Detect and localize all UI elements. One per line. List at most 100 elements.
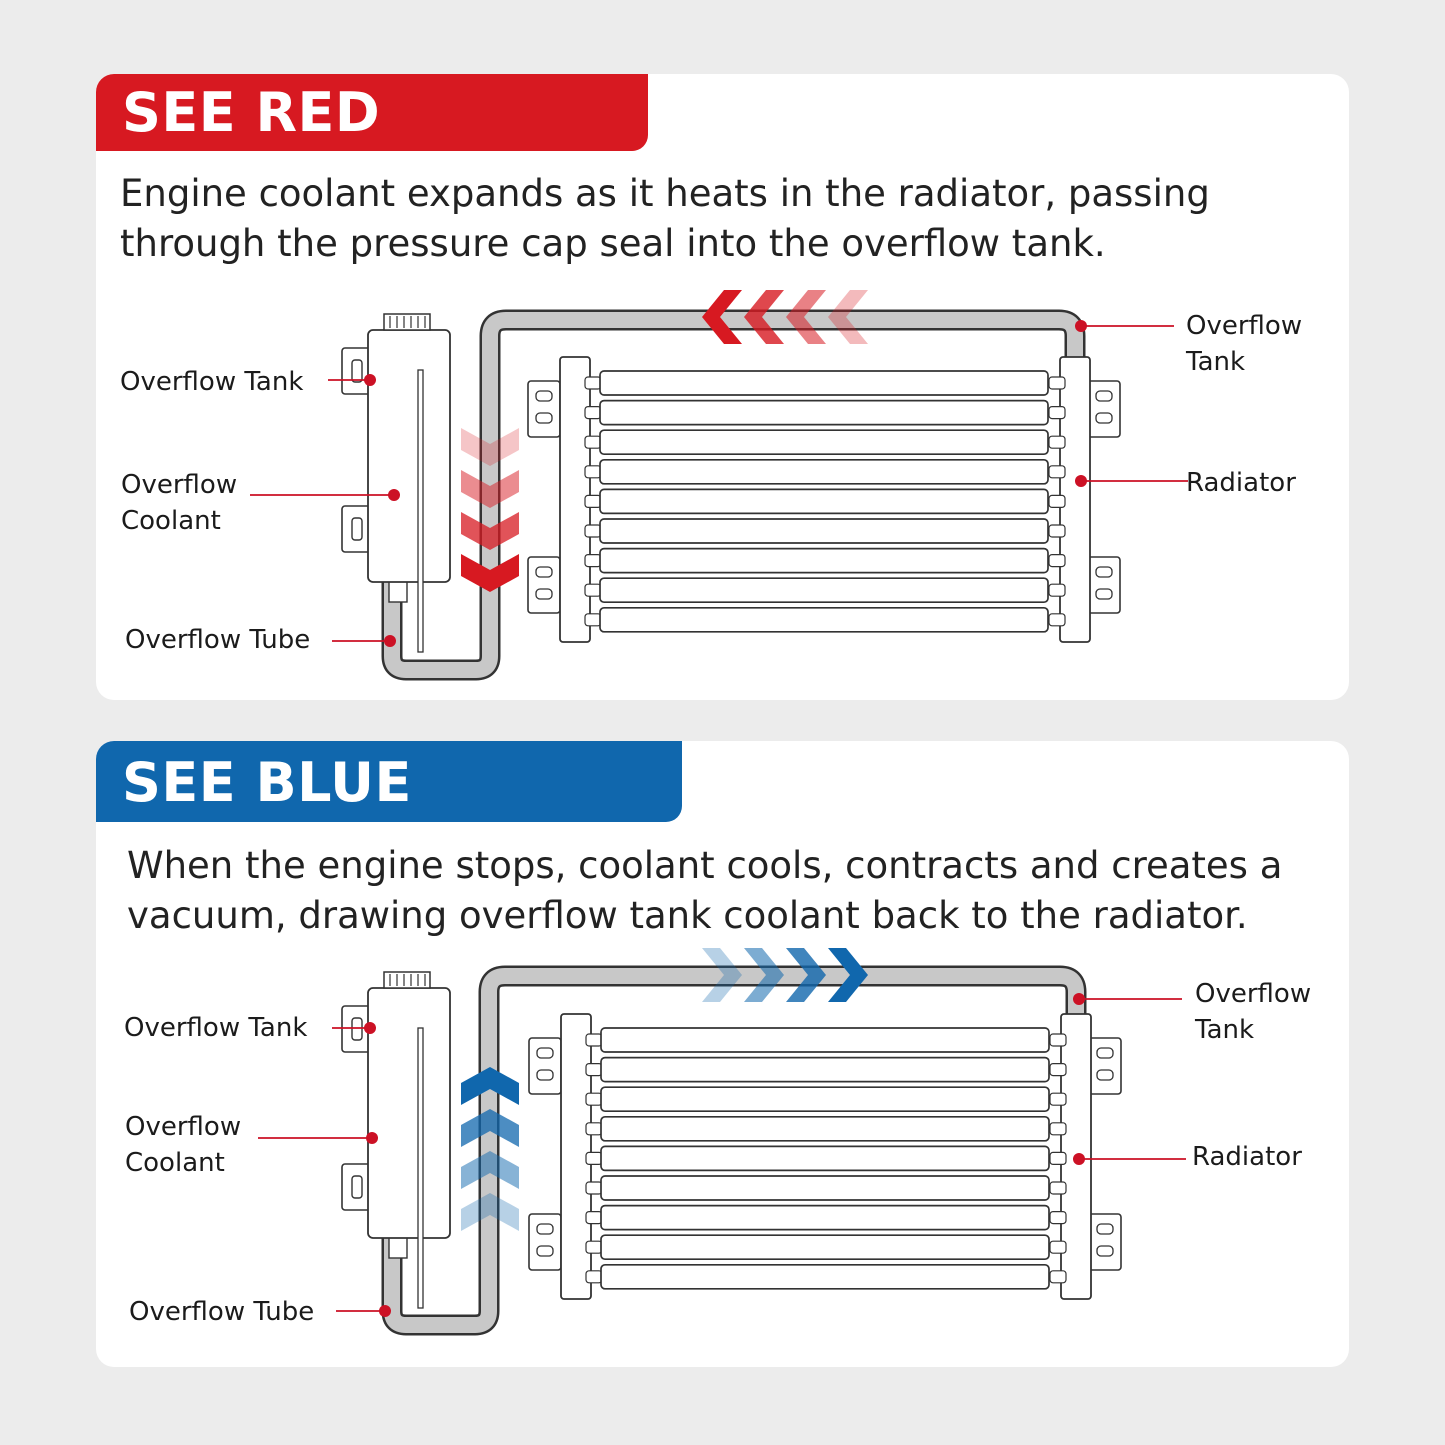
callout-lines	[250, 325, 1188, 642]
radiator-bracket	[528, 1213, 562, 1271]
radiator-tube	[600, 1145, 1050, 1172]
flow-arrow	[786, 290, 826, 344]
flow-arrow	[786, 948, 826, 1002]
radiator-tube	[599, 488, 1049, 515]
cooling-diagram-red: Overflow Tank Overflow Coolant Overflow …	[120, 290, 1302, 681]
tube-fitting	[1049, 1181, 1067, 1195]
radiator-bracket	[527, 556, 561, 614]
flow-arrow	[461, 1151, 519, 1189]
flow-arrow	[702, 948, 742, 1002]
tube-fitting	[1048, 613, 1066, 627]
bracket-hole	[535, 390, 553, 402]
bracket-hole	[1096, 1047, 1114, 1059]
tube-fitting	[585, 1270, 603, 1284]
tube-fitting	[1049, 1151, 1067, 1165]
level-tube	[417, 1027, 424, 1309]
label-overflow-coolant-2: Coolant	[121, 506, 221, 536]
tank-cap	[383, 313, 431, 331]
red-arrows-panel: SEE RED ARROWS Engine coolant expands as…	[96, 74, 1349, 700]
dot-overflow-tank-left	[364, 374, 376, 386]
flow-arrow	[461, 1193, 519, 1231]
tube-fitting	[584, 494, 602, 508]
radiator-bracket	[1087, 556, 1121, 614]
description-line: Engine coolant expands as it heats in th…	[120, 172, 1210, 215]
label-radiator: Radiator	[1186, 468, 1296, 498]
radiator-tube	[599, 577, 1049, 604]
red-panel-description: Engine coolant expands as it heats in th…	[120, 169, 1210, 269]
tube-fitting	[1048, 554, 1066, 568]
bracket-slot	[351, 1175, 363, 1199]
bracket-hole	[1095, 390, 1113, 402]
tube-fitting	[584, 465, 602, 479]
tank-outlet	[388, 579, 408, 603]
label-overflow-tank-left: Overflow Tank	[120, 367, 303, 397]
bracket-hole	[536, 1047, 554, 1059]
tube-fitting	[585, 1033, 603, 1047]
tube-fitting	[584, 554, 602, 568]
dot-overflow-tube	[379, 1305, 391, 1317]
level-tube	[417, 369, 424, 653]
flow-arrow	[461, 512, 519, 550]
cooling-diagram-blue: Overflow Tank Overflow Coolant Overflow …	[124, 948, 1311, 1336]
radiator-tube	[599, 518, 1049, 544]
radiator-tube	[600, 1027, 1050, 1053]
tube-fitting	[585, 1211, 603, 1225]
tube-fitting	[1048, 376, 1066, 390]
overflow-pipe	[384, 968, 1084, 1333]
overflow-tank	[367, 987, 451, 1239]
tube-fitting	[584, 583, 602, 597]
flow-arrow	[744, 290, 784, 344]
dot-radiator	[1073, 1153, 1085, 1165]
radiator-tube	[599, 606, 1049, 633]
tube-fitting	[585, 1151, 603, 1165]
tube-fitting	[1049, 1270, 1067, 1284]
tube-fitting	[1048, 494, 1066, 508]
dot-overflow-tank-right	[1073, 993, 1085, 1005]
tank-outlet	[388, 1235, 408, 1259]
radiator-tube	[599, 429, 1049, 456]
flow-arrow	[461, 428, 519, 466]
radiator-bracket	[1088, 1037, 1122, 1095]
tube-fitting	[585, 1240, 603, 1254]
tube-fitting	[1048, 406, 1066, 420]
radiator-tube	[600, 1056, 1050, 1083]
label-overflow-coolant-2: Coolant	[125, 1148, 225, 1178]
dot-overflow-coolant	[388, 489, 400, 501]
radiator-tube	[600, 1204, 1050, 1231]
label-overflow-coolant-1: Overflow	[121, 470, 237, 500]
description-line: through the pressure cap seal into the o…	[120, 222, 1106, 265]
bracket-hole	[1096, 1245, 1114, 1257]
flow-arrow	[744, 948, 784, 1002]
bracket-hole	[1095, 588, 1113, 600]
tube-fitting	[585, 1063, 603, 1077]
bracket-slot	[351, 517, 363, 541]
dot-overflow-tube	[384, 635, 396, 647]
flow-arrow	[461, 470, 519, 508]
bracket-hole	[1096, 1223, 1114, 1235]
label-overflow-tank-right-1: Overflow	[1186, 311, 1302, 341]
callout-dots	[364, 993, 1085, 1317]
radiator-tube	[599, 547, 1049, 574]
bracket-hole	[535, 588, 553, 600]
flow-arrow	[461, 1067, 519, 1105]
flow-arrow	[828, 290, 868, 344]
bracket-hole	[535, 566, 553, 578]
label-overflow-tank-right-2: Tank	[1185, 347, 1245, 377]
callout-lines	[258, 998, 1186, 1312]
label-overflow-tube: Overflow Tube	[125, 625, 310, 655]
radiator-tube	[600, 1263, 1050, 1290]
dot-radiator	[1075, 475, 1087, 487]
tube-fitting	[584, 524, 602, 538]
label-overflow-tank-right-2: Tank	[1194, 1015, 1254, 1045]
tube-fitting	[1049, 1122, 1067, 1136]
description-line: When the engine stops, coolant cools, co…	[127, 844, 1283, 887]
bracket-slot	[351, 359, 363, 383]
dot-overflow-tank-right	[1075, 320, 1087, 332]
tube-fitting	[585, 1122, 603, 1136]
flow-arrow	[828, 948, 868, 1002]
bracket-hole	[1095, 566, 1113, 578]
flow-arrow	[461, 554, 519, 592]
radiator-tube	[599, 370, 1049, 396]
radiator-tube	[599, 458, 1049, 485]
tube-fitting	[1049, 1211, 1067, 1225]
